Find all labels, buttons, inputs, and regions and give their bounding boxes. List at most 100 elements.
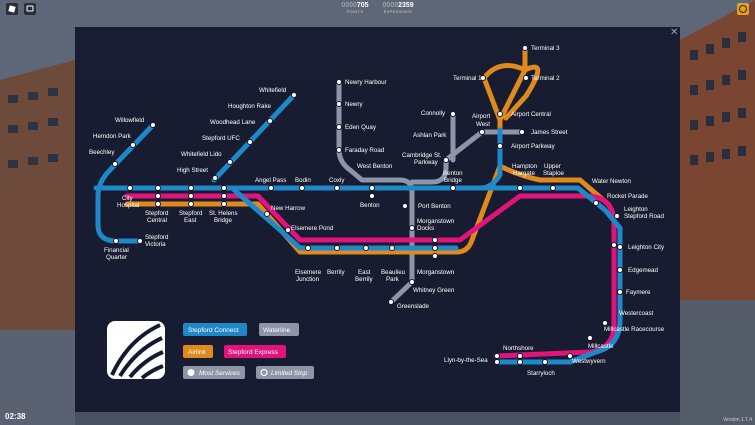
station-northshore: Northshore — [503, 345, 534, 352]
station-markers — [112, 45, 623, 365]
station-benton-1: Benton — [443, 170, 463, 177]
station-greenslade: Greenslade — [397, 303, 430, 310]
legend-stepford-express — [224, 345, 286, 358]
station-millcastle: Millcastle — [588, 343, 614, 350]
station-morganstown: Morganstown — [417, 269, 455, 276]
legend-waterline-label: Waterline — [263, 327, 291, 334]
station-terminal2: Terminal 2 — [531, 75, 560, 82]
station-st-helens-2: Bridge — [214, 217, 232, 224]
station-financial-2: Quarter — [106, 254, 127, 261]
station-city-1: City — [122, 195, 134, 202]
legend-stepford-connect-label: Stepford Connect — [188, 327, 239, 334]
close-map-button[interactable]: ✕ — [670, 27, 679, 38]
points-label: POINTS — [346, 9, 364, 14]
station-morganstown-docks-2: Docks — [417, 225, 434, 232]
station-hemdon-park: Hemdon Park — [93, 133, 132, 140]
legend-limited-stop-label: Limited Stop — [271, 370, 308, 377]
station-stepford-central-1: Stepford — [145, 210, 169, 217]
points-value: 705 — [356, 2, 369, 9]
station-newry-harbour: Newry Harbour — [345, 79, 387, 86]
points-dim: 0000 — [341, 2, 357, 9]
station-stepford-ufc: Stepford UFC — [202, 135, 240, 142]
experience-value: 2359 — [398, 2, 414, 9]
station-benton: Benton — [360, 202, 380, 209]
station-millcastle-racecourse: Millcastle Racecourse — [604, 326, 665, 333]
station-ashlan-park: Ashlan Park — [413, 132, 447, 139]
station-beechley: Beechley — [89, 149, 115, 156]
station-airport-west-1: Airport — [472, 113, 491, 120]
station-beaulieu-1: Beaulieu — [381, 269, 406, 276]
legend-airlink-label: Airlink — [188, 349, 206, 356]
station-high-street: High Street — [177, 167, 208, 174]
station-james-street: James Street — [531, 129, 568, 136]
station-edgemead: Edgemead — [628, 267, 658, 274]
experience-label: EXPERIENCE — [383, 9, 413, 14]
station-rocket-parade: Rocket Parade — [607, 193, 648, 200]
version-label: Version 1.7.4 — [722, 417, 752, 423]
station-willowfield: Willowfield — [115, 117, 145, 124]
station-leighton-1: Leighton — [624, 206, 648, 213]
station-terminal3: Terminal 3 — [531, 45, 560, 52]
station-upper-2: Staploe — [543, 170, 565, 177]
station-berrily: Berrily — [327, 269, 345, 276]
most-services-icon — [187, 369, 195, 376]
stats-bar: 0000705 POINTS 00002359 EXPERIENCE — [0, 2, 755, 15]
station-stepford-east-1: Stepford — [179, 210, 203, 217]
legend-most-services-label: Most Services — [199, 370, 241, 377]
legend-stepford-connect — [183, 323, 247, 336]
emote-icon[interactable] — [737, 3, 749, 15]
station-airport-parkway: Airport Parkway — [511, 143, 556, 150]
station-angel-pass: Angel Pass — [255, 177, 286, 184]
right-building — [680, 0, 755, 425]
station-upper-1: Upper — [544, 163, 561, 170]
legend-most-services — [183, 366, 245, 379]
station-woodhead-lane: Woodhead Lane — [210, 119, 256, 126]
limited-stop-icon — [260, 368, 268, 377]
station-cambridge-st-1: Cambridge St. — [402, 152, 442, 159]
station-new-harrow: New Harrow — [271, 205, 306, 212]
station-victoria-2: Victoria — [145, 241, 166, 248]
station-st-helens-1: St. Helens — [209, 210, 238, 217]
map-panel — [75, 27, 680, 412]
left-building — [0, 60, 75, 425]
station-llyn-by-the-sea: Llyn-by-the-Sea — [444, 357, 488, 364]
station-cambridge-st-2: Parkway — [414, 159, 439, 166]
station-starryloch: Starryloch — [527, 370, 555, 377]
game-clock: 02:38 — [5, 412, 26, 421]
station-victoria-1: Stepford — [145, 234, 169, 241]
station-stepford-central-2: Central — [147, 217, 167, 224]
station-whitefield-lido: Whitefield Lido — [181, 151, 222, 158]
station-stepford-east-2: East — [184, 217, 197, 224]
station-beaulieu-2: Park — [386, 276, 400, 283]
chat-icon[interactable] — [24, 3, 36, 15]
station-leighton-city: Leighton City — [628, 244, 665, 251]
operator-logo — [107, 321, 165, 380]
station-whitefield: Whitefield — [259, 87, 287, 94]
station-faymere: Faymere — [626, 289, 651, 296]
stepford-connect-line — [93, 92, 623, 365]
station-east-berrily-1: East — [358, 269, 371, 276]
station-water-newton: Water Newton — [592, 178, 632, 185]
station-hampton-2: Hargate — [513, 170, 536, 177]
legend-limited-stop — [256, 366, 314, 379]
station-terminal1: Terminal 1 — [453, 75, 482, 82]
station-airport-west-2: West — [476, 121, 490, 128]
station-financial-1: Financial — [104, 247, 129, 254]
legend-stepford-express-label: Stepford Express — [228, 349, 279, 356]
station-morganstown-docks-1: Morganstown — [417, 218, 455, 225]
station-whitney-green: Whitney Green — [413, 287, 455, 294]
station-eden-quay: Eden Quay — [345, 124, 377, 131]
station-faraday-road: Faraday Road — [345, 147, 385, 154]
station-port-benton: Port Benton — [418, 203, 451, 210]
station-westercoast: Westercoast — [619, 310, 654, 317]
station-houghton-rake: Houghton Rake — [228, 103, 272, 110]
station-hampton-1: Hampton — [512, 163, 538, 170]
station-east-berrily-2: Berrily — [355, 276, 373, 283]
station-coxly: Coxly — [329, 177, 345, 184]
experience-dim: 0000 — [382, 2, 399, 9]
station-bodin: Bodin — [295, 177, 311, 184]
roblox-menu-icon[interactable] — [6, 3, 18, 15]
station-connolly: Connolly — [421, 110, 446, 117]
points-counter: 0000705 POINTS — [341, 2, 368, 14]
